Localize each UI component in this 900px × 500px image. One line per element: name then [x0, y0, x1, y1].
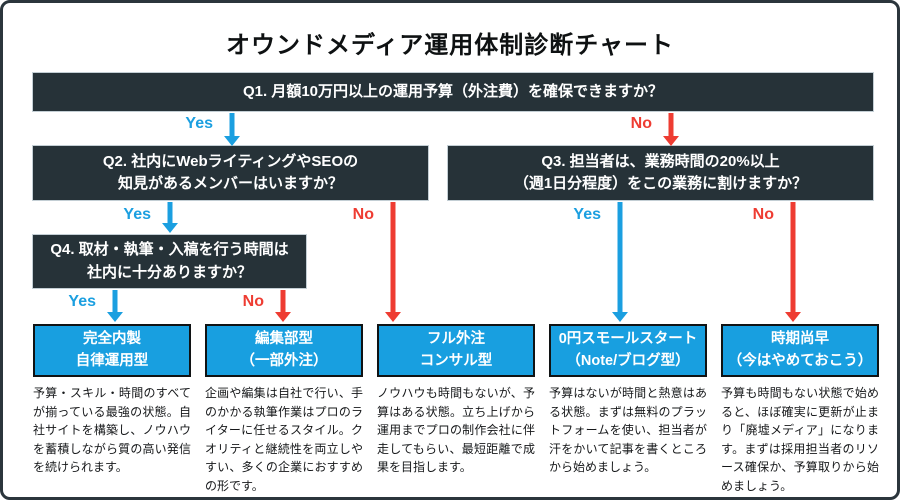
q2-line1: Q2. 社内にWebライティングやSEOの	[102, 152, 359, 170]
result-title: 0円スモールスタート	[558, 331, 698, 348]
q1-no-arrow-icon	[663, 113, 679, 146]
q2-no-arrow-icon	[385, 202, 401, 322]
result-title: 完全内製	[83, 331, 141, 348]
result-box-editorial: 編集部型 （一部外注）	[205, 324, 363, 377]
result-subtitle: コンサル型	[419, 352, 493, 369]
question-box-q1: Q1. 月額10万円以上の運用予算（外注費）を確保できますか？	[33, 73, 873, 111]
result-subtitle: （Note/ブログ型）	[566, 352, 690, 369]
result-subtitle: （一部外注）	[240, 352, 328, 369]
q2-no-label: No	[352, 206, 374, 223]
question-box-q2: Q2. 社内にWebライティングやSEOの 知見があるメンバーはいますか？	[33, 146, 428, 200]
result-title: 時期尚早	[771, 331, 829, 348]
q3-no-label: No	[752, 206, 774, 223]
q3-line2: （週1日分程度）をこの業務に割けますか？	[513, 175, 808, 192]
q4-no-label: No	[242, 293, 264, 310]
result-box-full-outsource: フル外注 コンサル型	[377, 324, 535, 377]
q3-no-arrow-icon	[785, 202, 801, 322]
q3-yes-arrow-icon	[612, 202, 628, 322]
q2-yes-arrow-icon	[162, 202, 178, 233]
result-subtitle: （今はやめておこう）	[727, 352, 873, 369]
result-subtitle: 自律運用型	[75, 352, 149, 369]
result-desc-editorial: 企画や編集は自社で行い、手のかかる執筆作業はプロのライターに任せるスタイル。クオ…	[205, 386, 363, 493]
page-title: オウンドメディア運用体制診断チャート	[225, 32, 675, 59]
q4-yes-label: Yes	[68, 293, 96, 310]
result-box-too-early: 時期尚早 （今はやめておこう）	[721, 324, 879, 377]
result-box-full-inhouse: 完全内製 自律運用型	[33, 324, 191, 377]
q3-yes-label: Yes	[573, 206, 601, 223]
result-box-zero-yen-start: 0円スモールスタート （Note/ブログ型）	[549, 324, 707, 377]
q1-yes-label: Yes	[185, 115, 213, 132]
q1-text: Q1. 月額10万円以上の運用予算（外注費）を確保できますか？	[242, 82, 664, 100]
result-desc-full-inhouse: 予算・スキル・時間のすべてが揃っている最強の状態。自社サイトを構築し、ノウハウを…	[33, 386, 191, 475]
q4-line2: 社内に十分ありますか？	[86, 263, 252, 281]
question-box-q4: Q4. 取材・執筆・入稿を行う時間は 社内に十分ありますか？	[33, 235, 306, 288]
q4-no-arrow-icon	[275, 290, 291, 322]
question-box-q3: Q3. 担当者は、業務時間の20%以上 （週1日分程度）をこの業務に割けますか？	[448, 146, 873, 200]
q2-line2: 知見があるメンバーはいますか？	[117, 175, 343, 192]
q2-yes-label: Yes	[123, 206, 151, 223]
q1-no-label: No	[630, 115, 652, 132]
q3-line1: Q3. 担当者は、業務時間の20%以上	[541, 152, 780, 170]
q1-yes-arrow-icon	[224, 113, 240, 146]
q4-yes-arrow-icon	[107, 290, 123, 322]
result-desc-zero-yen-start: 予算はないが時間と熱意はある状態。まずは無料のプラットフォームを使い、担当者が汗…	[549, 386, 707, 475]
result-title: フル外注	[427, 331, 485, 348]
q4-line1: Q4. 取材・執筆・入稿を行う時間は	[50, 241, 289, 258]
result-desc-too-early: 予算も時間もない状態で始めると、ほぼ確実に更新が止まり「廃墟メディア」になります…	[721, 386, 879, 493]
result-desc-full-outsource: ノウハウも時間もないが、予算はある状態。立ち上げから運用までプロの制作会社に伴走…	[377, 386, 535, 475]
result-title: 編集部型	[255, 331, 313, 348]
